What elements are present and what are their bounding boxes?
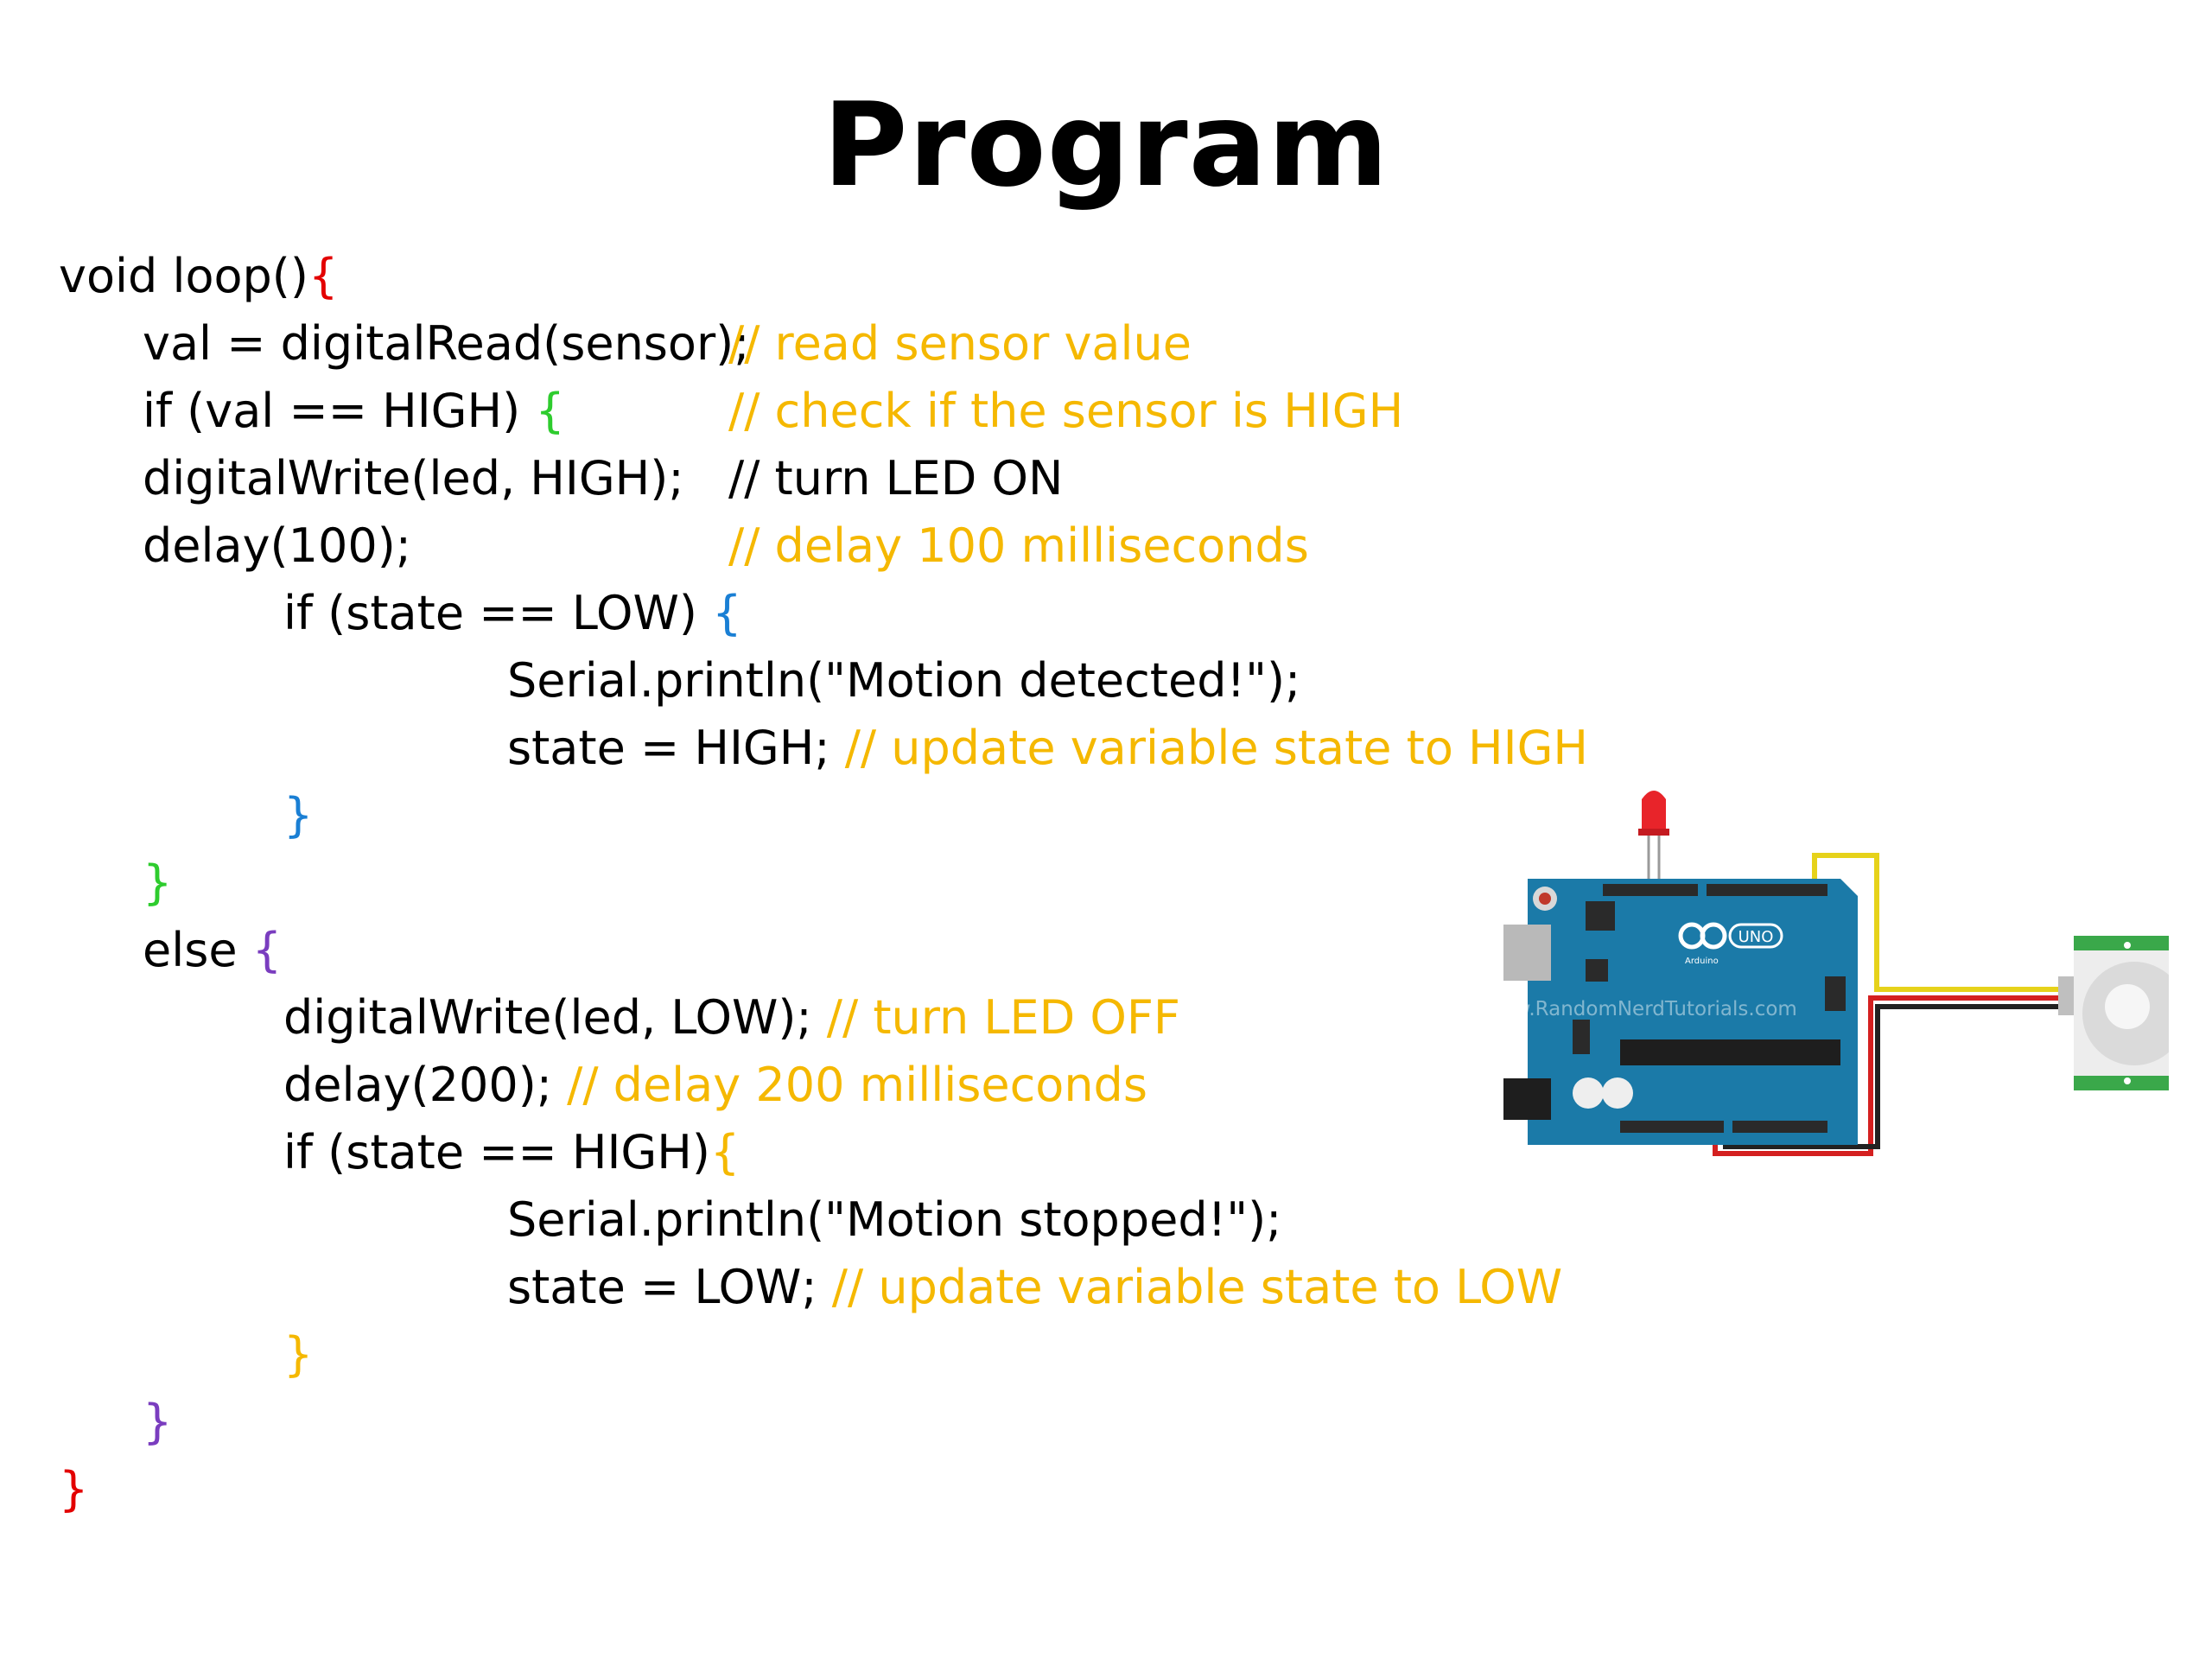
code-line-10: } (143, 855, 172, 911)
brace-close-state-low: } (283, 788, 314, 842)
comment-text: // turn LED ON (728, 451, 1064, 505)
code-text: if (state == HIGH) (283, 1125, 710, 1179)
code-text: delay(100); (143, 518, 411, 573)
comment-text: // read sensor value (728, 316, 1192, 371)
code-line-7: Serial.println("Motion detected!"); (507, 653, 1300, 709)
code-line-5: delay(100); (143, 518, 411, 574)
code-line-16: state = LOW; // update variable state to… (507, 1260, 1562, 1315)
code-text: Serial.println("Motion detected!"); (507, 653, 1301, 708)
comment-text: // turn LED OFF (826, 990, 1180, 1045)
code-line-1: void loop(){ (59, 249, 338, 304)
code-line-19: } (59, 1462, 88, 1517)
code-line-8: state = HIGH; // update variable state t… (507, 721, 1588, 776)
brace-open-else: { (251, 923, 283, 977)
code-line-6: if (state == LOW) { (283, 586, 742, 641)
code-text: state = HIGH; (507, 721, 845, 775)
code-text: if (state == LOW) (283, 586, 713, 640)
brace-open-state-high: { (709, 1125, 741, 1179)
comment-text: // update variable state to HIGH (844, 721, 1589, 775)
comment-text: // check if the sensor is HIGH (728, 384, 1404, 438)
code-text: Serial.println("Motion stopped!"); (507, 1192, 1282, 1247)
arduino-board: UNO Arduino www.RandomNerdTutorials.com (1482, 879, 1858, 1145)
led-icon (1638, 791, 1669, 886)
brace-close-if: } (143, 855, 173, 910)
code-line-2: val = digitalRead(sensor); (143, 316, 765, 372)
brace-open-if: { (535, 384, 565, 438)
brace-close-state-high: } (283, 1327, 314, 1382)
code-line-12: digitalWrite(led, LOW); // turn LED OFF (283, 990, 1180, 1046)
code-text: if (val == HIGH) (143, 384, 536, 438)
slide-title: Program (823, 78, 1389, 213)
code-comment-3: // check if the sensor is HIGH (728, 384, 1403, 439)
code-comment-5: // delay 100 milliseconds (728, 518, 1309, 574)
code-text: digitalWrite(led, LOW); (283, 990, 827, 1045)
code-comment-2: // read sensor value (728, 316, 1192, 372)
code-text: else (143, 923, 252, 977)
brace-close-outer: } (59, 1462, 89, 1516)
code-text: state = LOW; (507, 1260, 832, 1314)
board-logo-text: UNO (1738, 928, 1774, 946)
arduino-wiring-figure: UNO Arduino www.RandomNerdTutorials.com (1482, 791, 2169, 1156)
comment-text: // delay 100 milliseconds (728, 518, 1309, 573)
code-comment-4: // turn LED ON (728, 451, 1063, 506)
arduino-logo-icon (1678, 922, 1727, 950)
code-line-4: digitalWrite(led, HIGH); (143, 451, 684, 506)
brace-open-state-low: { (712, 586, 742, 640)
code-line-14: if (state == HIGH){ (283, 1125, 740, 1180)
pir-sensor-icon (2058, 936, 2169, 1090)
code-line-11: else { (143, 923, 282, 978)
comment-text: // update variable state to LOW (831, 1260, 1563, 1314)
code-text: void loop() (59, 249, 308, 303)
brace-open-outer: { (308, 249, 339, 303)
watermark-text: www.RandomNerdTutorials.com (1482, 998, 1797, 1020)
code-line-15: Serial.println("Motion stopped!"); (507, 1192, 1281, 1248)
code-text: digitalWrite(led, HIGH); (143, 451, 684, 505)
code-line-17: } (283, 1327, 313, 1382)
code-line-3: if (val == HIGH) { (143, 384, 565, 439)
code-line-9: } (283, 788, 313, 843)
code-text: val = digitalRead(sensor); (143, 316, 765, 371)
board-brand-text: Arduino (1685, 957, 1719, 966)
comment-text: // delay 200 milliseconds (567, 1058, 1147, 1112)
brace-close-else: } (143, 1395, 173, 1449)
code-line-13: delay(200); // delay 200 milliseconds (283, 1058, 1147, 1113)
code-line-18: } (143, 1395, 172, 1450)
code-text: delay(200); (283, 1058, 568, 1112)
